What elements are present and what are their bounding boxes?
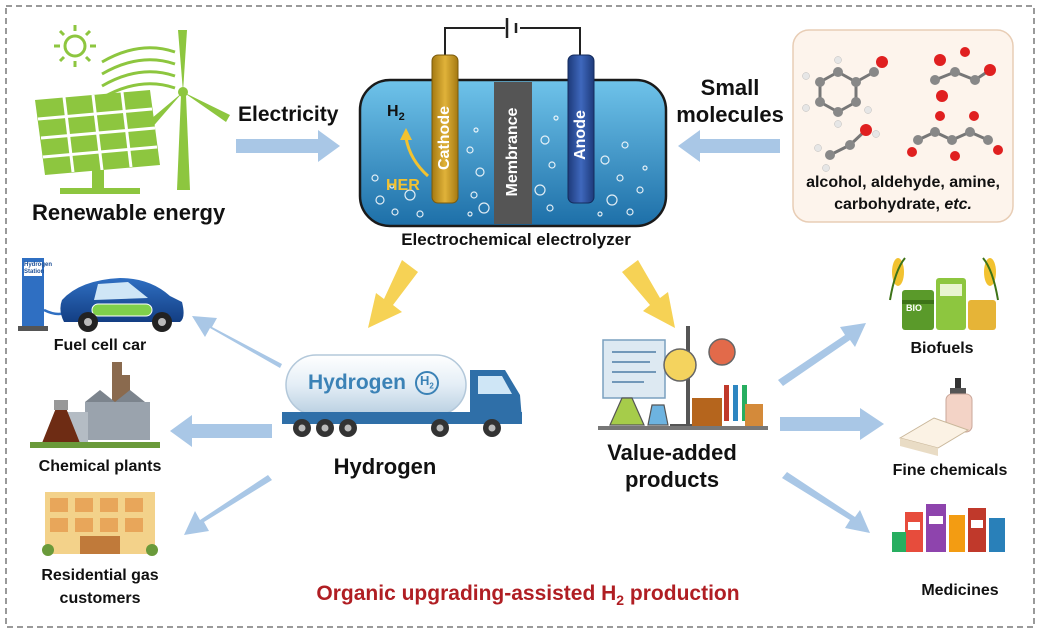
value-added-label-line1: Value-added bbox=[607, 440, 737, 465]
laboratory-equipment-icon bbox=[598, 326, 768, 430]
diagram-title: Organic upgrading-assisted H2 production bbox=[316, 582, 739, 608]
arrow-to-medicines bbox=[782, 472, 870, 533]
renewable-energy-label: Renewable energy bbox=[32, 200, 226, 225]
tank-h2-subscript: 2 bbox=[429, 381, 434, 391]
biofuels-icon bbox=[889, 257, 999, 330]
tank-hydrogen-text: Hydrogen bbox=[308, 371, 406, 395]
hydrogen-label: Hydrogen bbox=[333, 454, 437, 479]
arrow-to-fine-chemicals bbox=[780, 408, 884, 440]
arrow-to-biofuels bbox=[778, 323, 866, 386]
wind-turbine-icon bbox=[145, 30, 230, 190]
yellow-arrow-to-hydrogen bbox=[368, 260, 418, 328]
arrow-to-fuel-cell-car bbox=[192, 316, 282, 368]
hydrogen-truck-icon bbox=[282, 354, 522, 437]
molecules-caption-line2: carbohydrate, etc. bbox=[795, 194, 1011, 216]
renewable-energy-icon bbox=[35, 25, 230, 194]
cathode-electrode bbox=[431, 54, 459, 204]
station-sign-line2: Station bbox=[24, 269, 45, 275]
residential-label-line1: Residential gas bbox=[41, 567, 159, 584]
molecule-models-icon bbox=[802, 47, 1003, 172]
molecules-caption-etc: etc. bbox=[944, 195, 972, 213]
small-molecules-label-line2: molecules bbox=[676, 102, 784, 127]
molecules-caption-line1: alcohol, aldehyde, amine, bbox=[806, 174, 1000, 191]
chemical-plants-label: Chemical plants bbox=[38, 458, 162, 475]
anode-electrode bbox=[567, 54, 595, 204]
her-label: HER bbox=[386, 177, 420, 194]
fine-chemicals-label: Fine chemicals bbox=[892, 462, 1008, 479]
tank-h2-letter: H bbox=[420, 373, 430, 388]
molecules-caption-carbohydrate: carbohydrate, bbox=[834, 195, 940, 213]
electrolyzer bbox=[358, 18, 668, 228]
electricity-label: Electricity bbox=[238, 103, 339, 126]
electricity-arrow bbox=[236, 130, 340, 162]
h2-evolution-arrow bbox=[404, 137, 430, 178]
value-added-label-line2: products bbox=[624, 467, 720, 492]
residential-buildings-icon bbox=[42, 492, 158, 556]
h2-label-text: H bbox=[387, 103, 399, 120]
arrow-to-residential bbox=[184, 475, 272, 535]
title-subscript: 2 bbox=[616, 592, 625, 609]
h2-label-subscript: 2 bbox=[398, 111, 405, 124]
cathode-label: Cathode bbox=[435, 106, 453, 170]
fine-chemicals-icon bbox=[898, 378, 973, 456]
solar-panel-icon bbox=[35, 90, 160, 194]
molecules-caption: alcohol, aldehyde, amine, carbohydrate, … bbox=[795, 172, 1011, 215]
bubbles bbox=[371, 115, 648, 218]
tank-hydrogen-word: Hydrogen bbox=[308, 371, 407, 394]
electrolyzer-label: Electrochemical electrolyzer bbox=[401, 230, 631, 249]
tank-h2-badge-text: H2 bbox=[420, 373, 434, 391]
arrow-to-chemical-plants bbox=[170, 415, 272, 447]
anode-label: Anode bbox=[571, 110, 589, 160]
residential-label-line2: customers bbox=[59, 590, 141, 607]
title-main-text: Organic upgrading-assisted H bbox=[316, 582, 617, 605]
small-molecules-arrow bbox=[678, 130, 780, 162]
chemical-plant-icon bbox=[30, 362, 160, 448]
fuel-cell-car-label: Fuel cell car bbox=[53, 337, 147, 354]
membrane-label: Membrance bbox=[503, 107, 521, 197]
fuel-cell-car-icon bbox=[18, 258, 184, 332]
bio-can-label: BIO bbox=[906, 303, 923, 313]
medicines-icon bbox=[892, 504, 1005, 552]
h2-tank-badge bbox=[415, 371, 439, 395]
outer-frame bbox=[5, 5, 1035, 628]
title-rest-text: production bbox=[624, 582, 740, 605]
biofuels-label: Biofuels bbox=[910, 340, 974, 357]
membrane bbox=[494, 82, 532, 224]
small-molecules-label-line1: Small bbox=[700, 75, 760, 100]
yellow-arrow-to-products bbox=[622, 260, 675, 328]
sun-icon bbox=[54, 25, 96, 67]
station-sign-line1: Hydrogen bbox=[24, 262, 53, 268]
medicines-label: Medicines bbox=[921, 582, 999, 599]
h2-label: H2 bbox=[387, 103, 405, 124]
